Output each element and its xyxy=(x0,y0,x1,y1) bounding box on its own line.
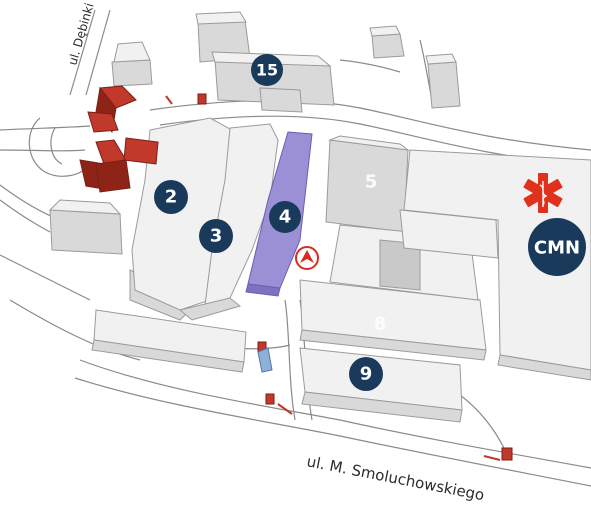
badge-2[interactable]: 2 xyxy=(154,180,188,214)
building-top-right-a xyxy=(369,25,461,109)
monument-icon xyxy=(257,347,273,373)
svg-text:9: 9 xyxy=(360,364,373,385)
badge-cmn[interactable]: CMN xyxy=(528,218,586,276)
svg-text:4: 4 xyxy=(279,207,292,228)
star-of-life-icon[interactable] xyxy=(523,173,563,213)
badge-4[interactable]: 4 xyxy=(269,201,301,233)
building-5 xyxy=(325,135,410,233)
svg-text:2: 2 xyxy=(165,187,178,208)
entrance-markers xyxy=(165,93,513,461)
building-8 xyxy=(299,209,499,361)
building-south-west xyxy=(91,309,247,373)
svg-text:CMN: CMN xyxy=(534,238,580,259)
you-are-here-icon[interactable] xyxy=(295,246,319,270)
building-west-a xyxy=(48,199,123,255)
badge-15[interactable]: 15 xyxy=(251,54,283,86)
building-8-label[interactable]: 8 xyxy=(374,314,387,335)
svg-text:15: 15 xyxy=(256,61,278,80)
building-2-3-cluster xyxy=(129,117,279,321)
campus-buildings xyxy=(48,11,591,423)
entrance-marker-icon[interactable] xyxy=(265,393,275,405)
building-9 xyxy=(299,347,463,423)
entrance-marker-icon[interactable] xyxy=(197,93,207,105)
street-label-debinki: ul. Dębinki xyxy=(65,1,96,66)
historic-buildings xyxy=(79,85,159,193)
building-small-nw xyxy=(111,41,153,87)
badge-9[interactable]: 9 xyxy=(349,357,383,391)
building-5-label[interactable]: 5 xyxy=(365,172,378,193)
entrance-marker-icon[interactable] xyxy=(501,447,513,461)
badge-3[interactable]: 3 xyxy=(199,219,233,253)
svg-text:3: 3 xyxy=(210,226,223,247)
